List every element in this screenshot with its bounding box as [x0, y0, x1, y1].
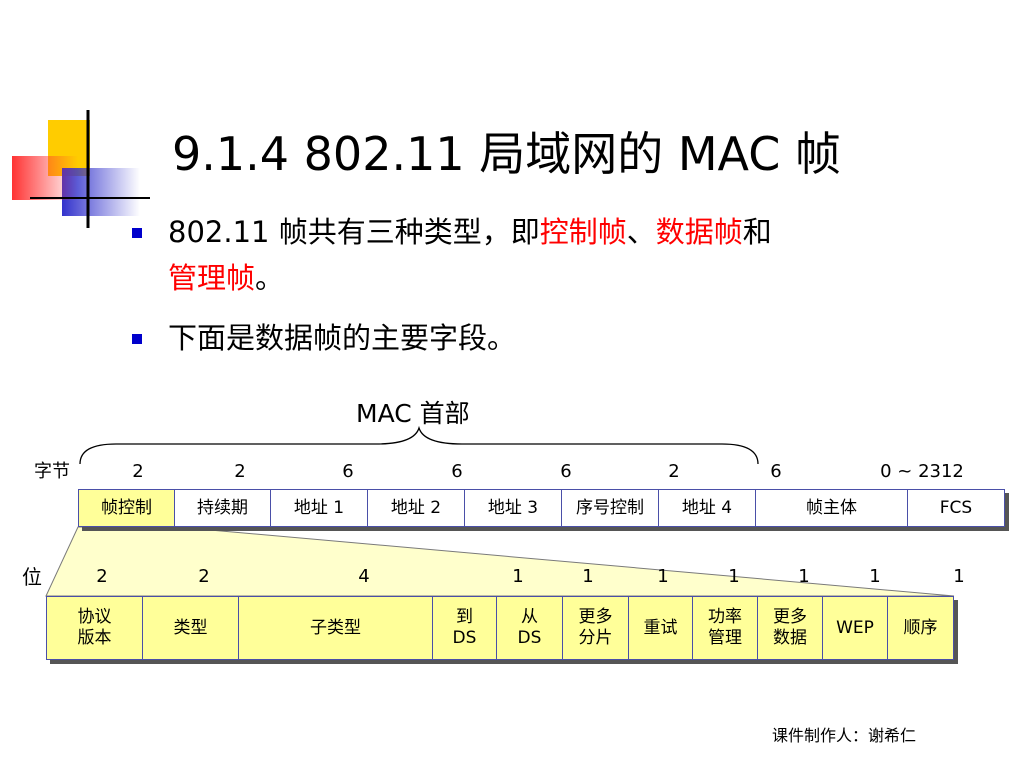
bullet-square-icon	[132, 228, 142, 238]
field-address-1: 地址 1	[271, 489, 368, 527]
bullet-2-line-1: 下面是数据帧的主要字段。	[168, 318, 516, 358]
subfield-wep: WEP	[823, 596, 888, 660]
subfield-text: 子类型	[310, 617, 361, 638]
subfield-more-data: 更多数据	[758, 596, 823, 660]
subfield-text: 分片	[578, 628, 613, 648]
subfield-type: 类型	[143, 596, 239, 660]
bullet-2-text: 下面是数据帧的主要字段。	[168, 321, 517, 355]
subfield-text: 版本	[77, 628, 112, 648]
subfield-text: DS	[452, 628, 477, 648]
subfield-order: 顺序	[888, 596, 954, 660]
subfield-text: 更多	[773, 607, 807, 627]
footer-author: 课件制作人：谢希仁	[772, 726, 917, 745]
byte-count: 6	[342, 461, 354, 482]
subfield-text: 重试	[643, 617, 678, 638]
bit-count: 1	[657, 566, 669, 587]
bullet-1-control-frame: 控制帧	[539, 215, 627, 249]
field-duration: 持续期	[175, 489, 271, 527]
bullet-1-data-frame: 数据帧	[655, 215, 743, 249]
subfield-text: 更多	[578, 607, 613, 627]
bit-count: 2	[96, 566, 108, 587]
deco-red-square	[12, 156, 78, 200]
subfield-text: 到	[455, 607, 473, 627]
bullet-square-icon	[132, 334, 142, 344]
byte-label: 字节	[34, 461, 70, 482]
mac-frame-fields: 帧控制 持续期 地址 1 地址 2 地址 3 序号控制 地址 4 帧主体 FCS	[78, 489, 1005, 527]
bit-count: 1	[512, 566, 524, 587]
subfield-power-management: 功率管理	[693, 596, 758, 660]
bullet-1-and: 和	[742, 215, 772, 249]
subfield-retry: 重试	[629, 596, 693, 660]
field-sequence-control: 序号控制	[562, 489, 659, 527]
byte-count: 2	[668, 461, 680, 482]
subfield-protocol-version: 协议版本	[46, 596, 143, 660]
subfield-text: 管理	[708, 628, 742, 648]
byte-count: 6	[770, 461, 782, 482]
bit-count: 2	[198, 566, 210, 587]
subfield-text: 功率	[708, 607, 742, 627]
bit-count: 1	[869, 566, 881, 587]
field-frame-body: 帧主体	[756, 489, 908, 527]
subfield-text: 数据	[773, 628, 807, 648]
byte-count: 2	[234, 461, 246, 482]
mac-header-brace	[79, 425, 759, 465]
bullet-1-management-frame: 管理帧	[168, 261, 256, 295]
bullet-1-separator: 、	[626, 215, 656, 249]
bullet-1-line-2: 管理帧。	[168, 258, 284, 298]
mac-header-label: MAC 首部	[356, 399, 470, 428]
subfield-text: 从	[520, 607, 538, 627]
field-address-4: 地址 4	[659, 489, 756, 527]
byte-count: 2	[132, 461, 144, 482]
subfield-text: 协议	[77, 607, 112, 627]
subfield-text: 类型	[173, 617, 208, 638]
bit-label: 位	[22, 565, 42, 589]
byte-count: 0 ~ 2312	[880, 461, 964, 482]
bullet-1-line-1: 802.11 帧共有三种类型，即控制帧、数据帧和	[168, 212, 772, 252]
subfield-text: WEP	[836, 617, 874, 638]
bit-count: 1	[582, 566, 594, 587]
byte-count: 6	[451, 461, 463, 482]
bit-count: 1	[798, 566, 810, 587]
subfield-more-fragments: 更多分片	[563, 596, 629, 660]
byte-count: 6	[560, 461, 572, 482]
subfield-text: DS	[517, 628, 542, 648]
page-title: 9.1.4 802.11 局域网的 MAC 帧	[172, 127, 841, 181]
bullet-1-text: 802.11 帧共有三种类型，即	[168, 215, 540, 249]
field-fcs: FCS	[908, 489, 1005, 527]
subfield-subtype: 子类型	[239, 596, 433, 660]
subfield-text: 顺序	[903, 617, 938, 638]
field-frame-control: 帧控制	[78, 489, 175, 527]
field-address-3: 地址 3	[465, 489, 562, 527]
bullet-1-period: 。	[255, 261, 285, 295]
corner-decoration	[12, 110, 150, 228]
bit-count: 4	[358, 566, 370, 587]
field-address-2: 地址 2	[368, 489, 465, 527]
bit-count: 1	[728, 566, 740, 587]
bit-count: 1	[953, 566, 965, 587]
